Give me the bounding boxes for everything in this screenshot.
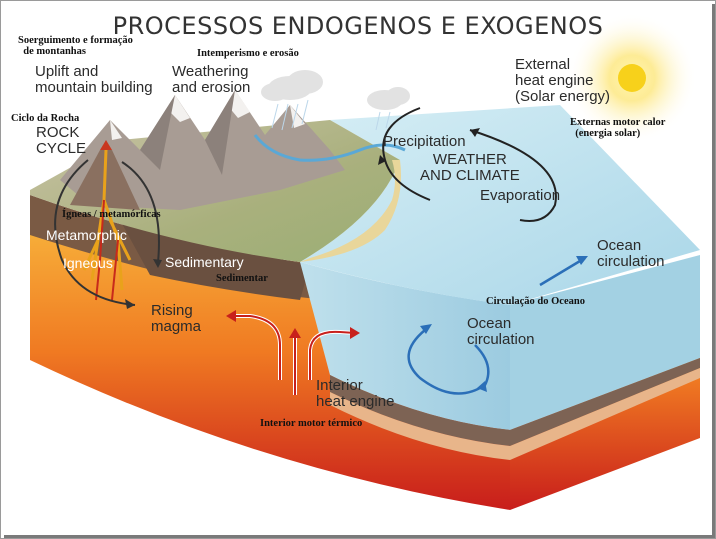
mountains xyxy=(60,90,345,210)
label-metamorphic: Metamorphic xyxy=(46,227,127,243)
weather-cycle-arrow-right xyxy=(469,129,557,222)
label-external-heat: External heat engine (Solar energy) xyxy=(515,56,611,105)
frame-shadow-right xyxy=(712,4,716,539)
label-uplift: Uplift and mountain building xyxy=(35,63,153,96)
frame-shadow-bottom xyxy=(4,535,716,539)
rain xyxy=(271,99,391,131)
diagram-title: PROCESSOS ENDOGENOS E EXOGENOS xyxy=(112,12,604,40)
annotation-circulacao: Circulação do Oceano xyxy=(486,296,585,307)
label-sedimentary: Sedimentary xyxy=(165,254,244,270)
interior-heat-arrows xyxy=(226,310,360,395)
annotation-ciclo: Ciclo da Rocha xyxy=(11,113,80,124)
ocean-circulation-arrow-top xyxy=(539,256,586,287)
label-precipitation: Precipitation xyxy=(383,133,466,150)
annotation-igneas: Ígneas / metamórficas xyxy=(62,209,161,220)
ocean-front-face xyxy=(300,262,510,430)
annotation-soerguimento: Soerguimento e formação de montanhas xyxy=(18,35,133,58)
label-igneous: Igneous xyxy=(63,255,113,271)
annotation-interior: Interior motor térmico xyxy=(260,418,363,429)
annotation-sedimentar: Sedimentar xyxy=(216,273,268,284)
mantle-front-face xyxy=(30,222,510,510)
clouds xyxy=(261,70,410,110)
rock-cycle-arrow-right xyxy=(121,161,160,263)
annotation-intemperismo: Intemperismo e erosão xyxy=(197,48,299,59)
label-weathering: Weathering and erosion xyxy=(172,63,251,96)
rock-cycle-arrow-left xyxy=(54,159,136,306)
sun-icon xyxy=(618,64,646,92)
label-ocean-circulation-bottom: Ocean circulation xyxy=(467,315,535,348)
label-rising-magma: Rising magma xyxy=(151,302,202,335)
label-weather-climate: WEATHER AND CLIMATE xyxy=(420,151,520,184)
label-interior-heat: Interior heat engine xyxy=(316,377,395,410)
label-evaporation: Evaporation xyxy=(480,187,561,204)
label-ocean-circulation-top: Ocean circulation xyxy=(597,237,665,270)
ocean-circulation-loop xyxy=(407,329,490,395)
label-rock-cycle: ROCK CYCLE xyxy=(36,124,87,157)
ocean-surface xyxy=(300,105,700,305)
annotation-externas: Externas motor calor (energia solar) xyxy=(570,117,666,140)
